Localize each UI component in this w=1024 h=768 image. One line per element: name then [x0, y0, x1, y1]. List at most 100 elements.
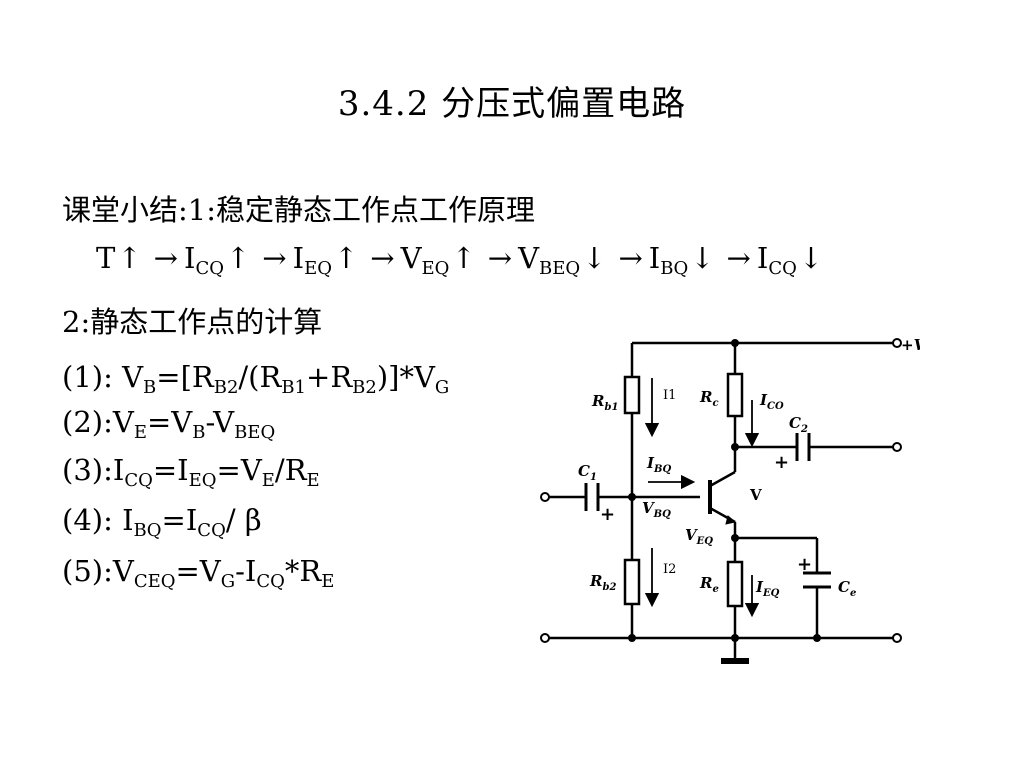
vbq-label: VBQ [642, 499, 671, 520]
chain-connector-arrow-icon: → [262, 241, 287, 275]
capacitor-ce [803, 571, 831, 589]
chain-item: T↑ [96, 244, 148, 273]
formula-term: =I [152, 453, 189, 487]
chain-symbol: I [183, 241, 196, 275]
bias-circuit-diagram: +VG Rb1 Rc ICO C2 C1 IBQ VBQ V VEQ Rb2 R… [540, 336, 920, 664]
formula-term: =V [175, 554, 221, 588]
formula-sub: B2 [213, 377, 239, 398]
capacitor-c2 [795, 433, 811, 461]
formula-term: I [122, 503, 134, 537]
chain-connector-arrow-icon: → [618, 241, 643, 275]
circuit-terminals [540, 338, 902, 643]
ce-label: Ce [838, 578, 856, 599]
formula-term: /(R [238, 360, 282, 394]
formula-sub: CQ [124, 470, 153, 491]
calc-heading: 2:静态工作点的计算 [62, 305, 323, 339]
c2-plus: + [774, 452, 789, 473]
resistor-rc [726, 372, 744, 418]
formula-label: (1): [62, 360, 123, 394]
i1-label: I1 [663, 388, 676, 403]
chain-item: VBEQ↓ [518, 241, 612, 278]
formula-sub: EQ [188, 470, 217, 491]
chain-item: IEQ↑ [293, 241, 365, 278]
slide-title: 3.4.2 分压式偏置电路 [337, 84, 687, 124]
formula-term: I [112, 453, 125, 487]
chain-symbol: V [518, 241, 540, 275]
chain-symbol: T [96, 241, 116, 275]
formula-3: (3):ICQ=IEQ=VE/RE [62, 453, 320, 490]
formula-sub: B2 [352, 377, 377, 398]
stability-chain: T↑→ICQ↑→IEQ↑→VEQ↑→VBEQ↓→IBQ↓→ICQ↓ [96, 241, 829, 278]
formula-term: =V [146, 405, 193, 439]
formula-1: (1): VB=[RB2/(RB1+RB2)]*VG [62, 360, 449, 397]
formula-term: V [122, 360, 144, 394]
c1-plus: + [600, 504, 615, 525]
chain-symbol: V [400, 241, 422, 275]
current-arrows [644, 378, 760, 618]
chain-connector-arrow-icon: → [487, 241, 513, 275]
formula-term: =[R [156, 360, 214, 394]
formula-sub: E [321, 571, 335, 592]
circuit-nodes [628, 339, 821, 642]
formula-sub: B [192, 422, 206, 443]
chain-subscript: CQ [768, 258, 797, 279]
vg-label: +VG [901, 336, 920, 357]
formula-term: / β [225, 503, 262, 537]
formula-term: V [112, 405, 134, 439]
up-arrow-icon: ↑ [333, 241, 359, 275]
circuit-wires [545, 341, 893, 660]
chain-connector-arrow-icon: → [726, 241, 751, 275]
formula-term: =I [161, 503, 198, 537]
formula-sub: G [220, 571, 236, 592]
up-arrow-icon: ↑ [225, 241, 251, 275]
resistor-rb2 [623, 558, 641, 606]
formula-2: (2):VE=VB-VBEQ [62, 405, 275, 442]
formula-label: (3): [62, 453, 113, 487]
down-arrow-icon: ↓ [798, 241, 824, 275]
chain-symbol: I [648, 241, 661, 275]
re-label: Re [699, 574, 719, 595]
chain-subscript: BQ [660, 258, 689, 279]
rc-label: Rc [699, 388, 719, 409]
emitter-arrow-icon [725, 515, 737, 525]
c1-label: C1 [578, 462, 597, 483]
up-arrow-icon: ↑ [451, 241, 476, 275]
chain-symbol: I [756, 241, 769, 275]
formula-4: (4): IBQ=ICQ/ β [62, 503, 262, 540]
ce-plus: + [797, 554, 812, 575]
formula-label: (4): [62, 503, 123, 537]
formula-term: =V [216, 453, 262, 487]
formula-sub: E [133, 422, 147, 443]
up-arrow-icon: ↑ [117, 241, 142, 275]
formula-term: )]*V [376, 360, 435, 394]
chain-subscript: CQ [195, 258, 224, 279]
resistor-rb1 [623, 375, 641, 415]
chain-subscript: BEQ [539, 258, 581, 279]
formula-sub: G [434, 377, 450, 398]
formula-label: (5): [62, 554, 113, 588]
chain-connector-arrow-icon: → [153, 241, 178, 275]
chain-item: ICQ↓ [756, 241, 829, 278]
formula-sub: BQ [133, 520, 162, 541]
down-arrow-icon: ↓ [690, 241, 715, 275]
formula-sub: B1 [281, 377, 307, 398]
chain-item: VEQ↑ [400, 241, 482, 278]
formula-label: (2): [62, 405, 113, 439]
formula-term: *R [284, 554, 322, 588]
formula-sub: CQ [256, 571, 285, 592]
capacitor-c1 [584, 483, 600, 511]
formula-sub: CQ [197, 520, 226, 541]
formula-sub: B [143, 377, 157, 398]
formula-sub: CEQ [133, 571, 176, 592]
formula-term: +R [306, 360, 353, 394]
i2-label: I2 [663, 562, 676, 577]
resistor-re [726, 560, 744, 608]
rb1-label: Rb1 [591, 392, 618, 413]
c2-label: C2 [789, 414, 808, 435]
chain-subscript: EQ [304, 258, 332, 279]
ibq-label: IBQ [646, 454, 671, 475]
summary-heading: 课堂小结:1:稳定静态工作点工作原理 [62, 193, 535, 227]
ieq-label: IEQ [755, 578, 780, 599]
chain-item: ICQ↑ [183, 241, 256, 278]
formula-5: (5):VCEQ=VG-ICQ*RE [62, 554, 334, 591]
